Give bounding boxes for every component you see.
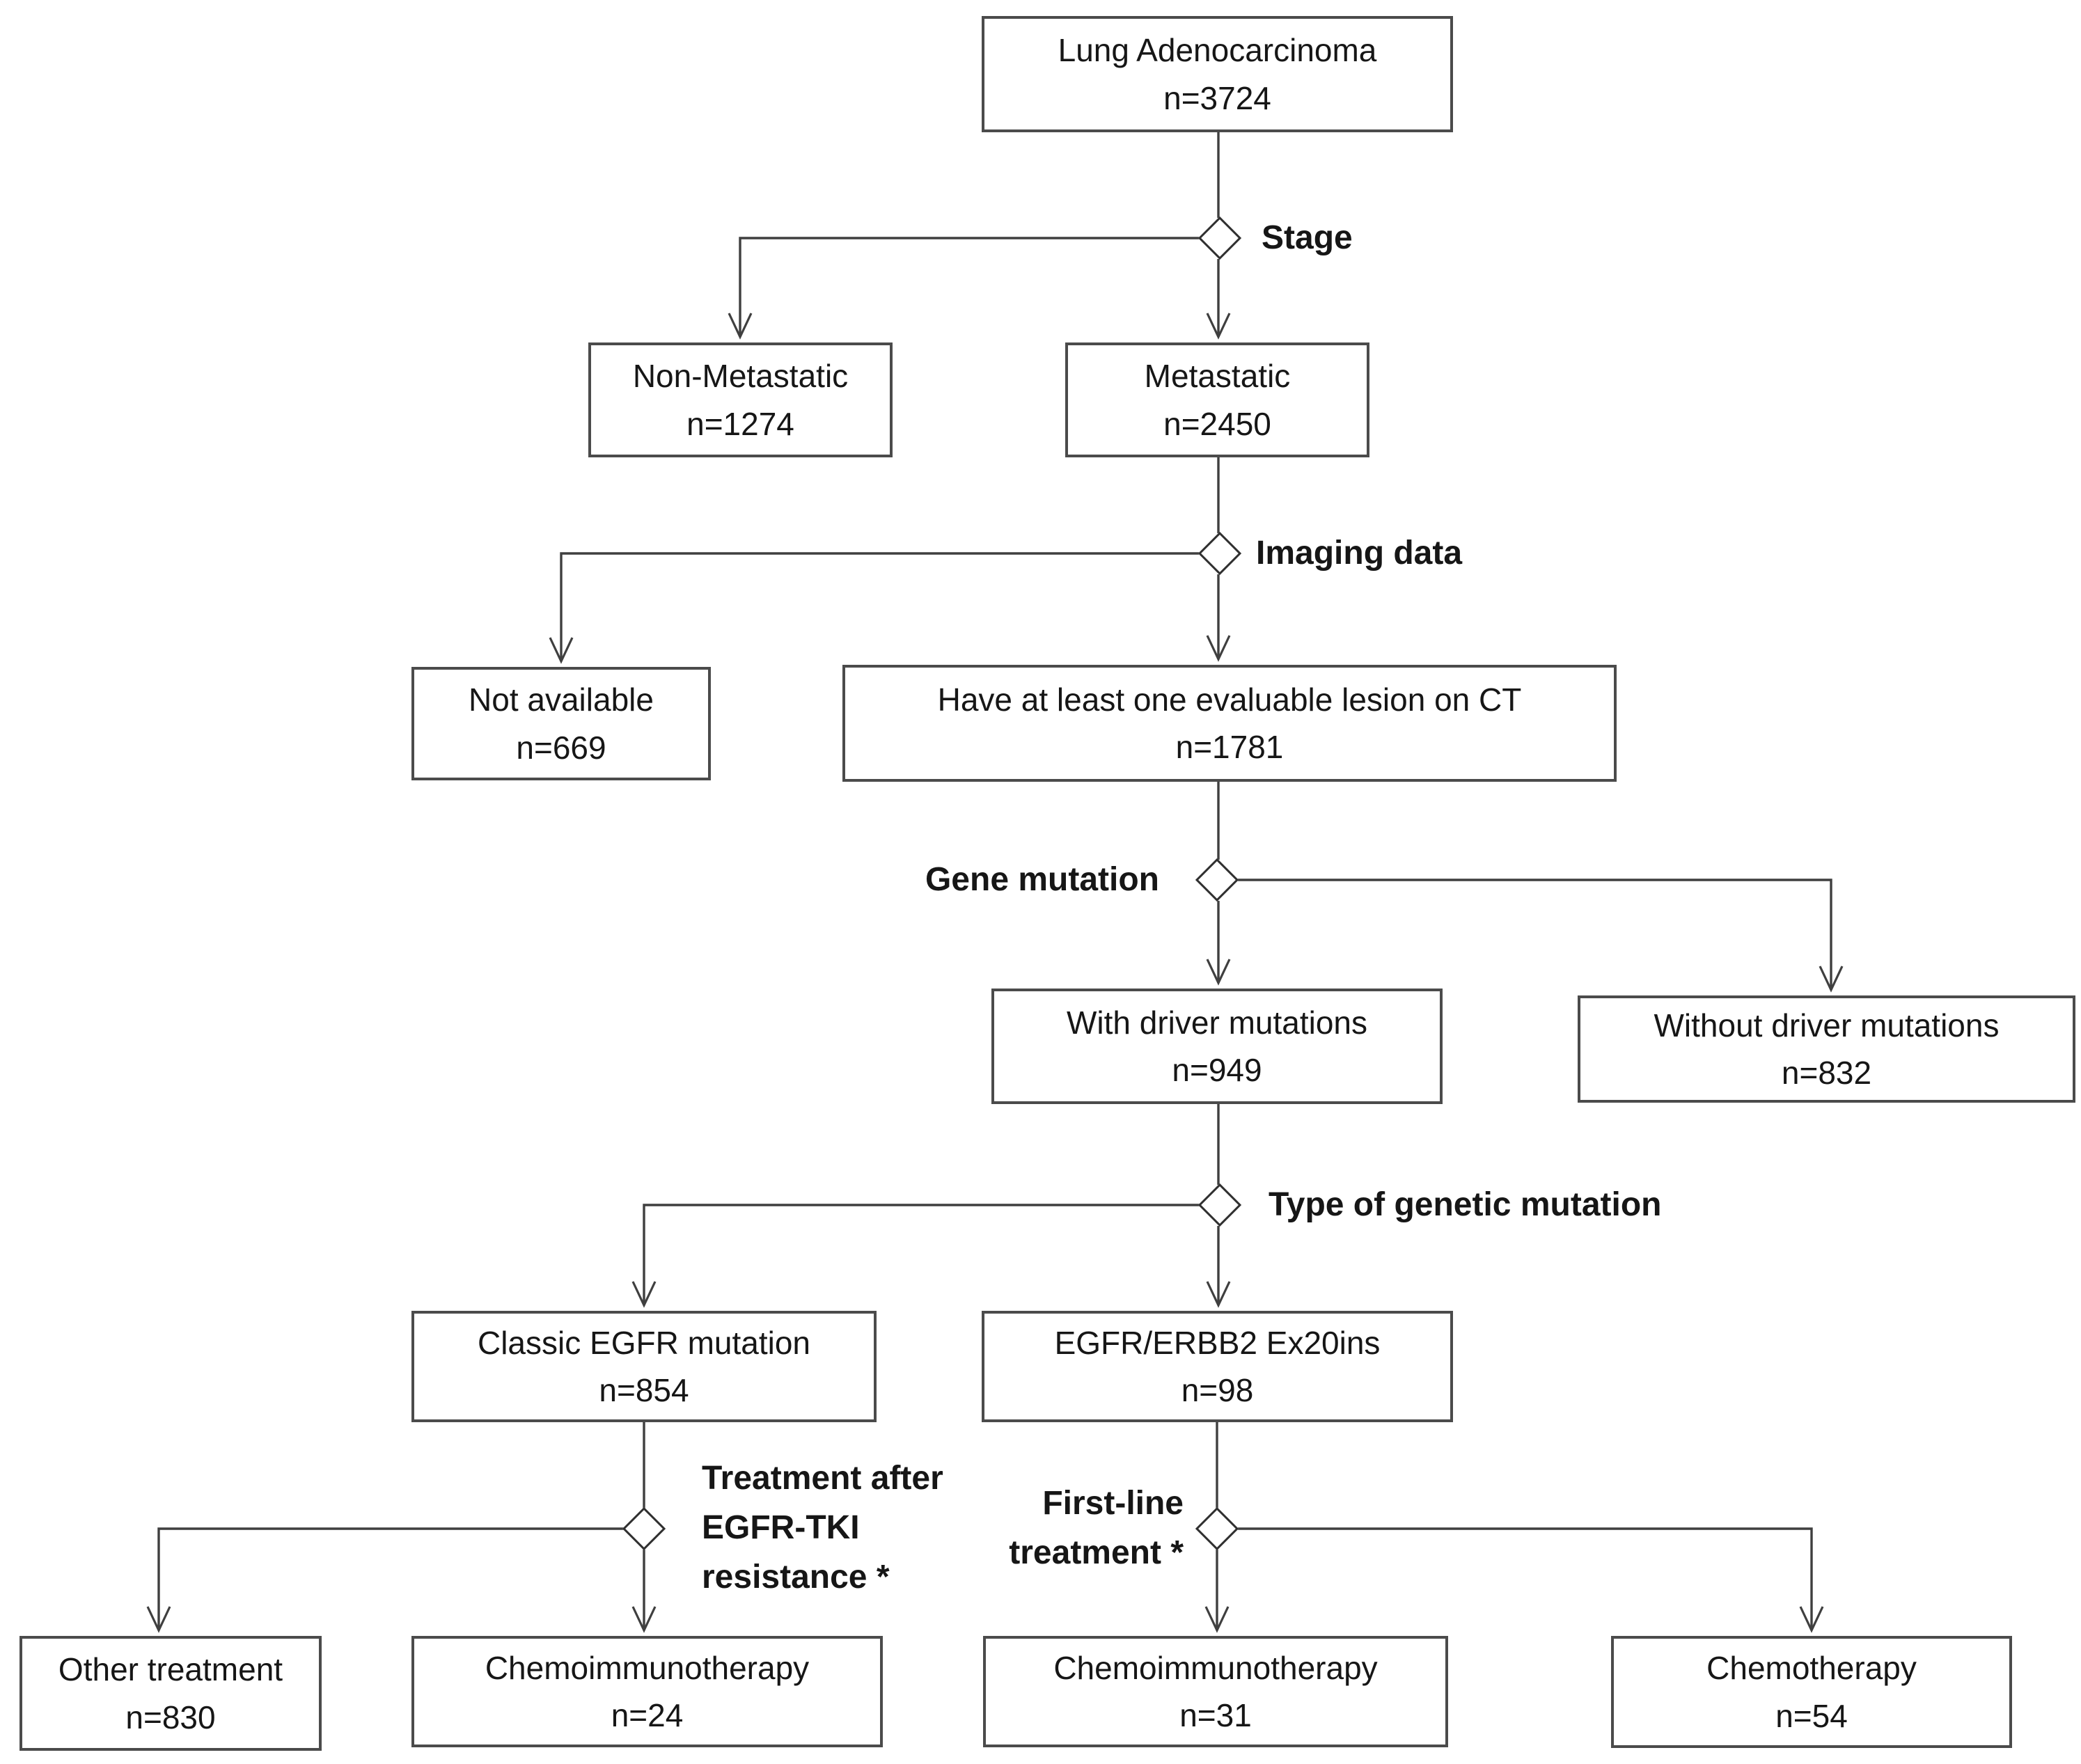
node-label: Chemotherapy bbox=[1706, 1650, 1917, 1687]
node-non-metastatic: Non-Metastatic n=1274 bbox=[588, 342, 893, 457]
edge-stage-to-nonmetastatic bbox=[728, 237, 1199, 340]
decision-label-stage: Stage bbox=[1262, 219, 1353, 256]
edge-type-to-classicegfr bbox=[631, 1204, 1200, 1308]
node-count: n=949 bbox=[1172, 1052, 1262, 1088]
node-label: Non-Metastatic bbox=[632, 358, 849, 395]
node-count: n=3724 bbox=[1163, 79, 1271, 116]
node-chemotherapy-54: Chemotherapy n=54 bbox=[1611, 1636, 2012, 1748]
node-count: n=830 bbox=[125, 1699, 216, 1735]
node-count: n=2450 bbox=[1163, 405, 1271, 442]
node-label: Chemoimmunotherapy bbox=[1053, 1649, 1378, 1686]
node-with-driver-mutations: With driver mutations n=949 bbox=[991, 989, 1443, 1104]
node-metastatic: Metastatic n=2450 bbox=[1065, 342, 1369, 457]
node-chemoimmunotherapy-31: Chemoimmunotherapy n=31 bbox=[983, 1636, 1448, 1747]
edge-imaging-to-notavailable bbox=[549, 552, 1199, 664]
decision-label-first-line: First-line treatment * bbox=[1009, 1485, 1184, 1572]
node-label: Lung Adenocarcinoma bbox=[1058, 32, 1377, 69]
node-label: Without driver mutations bbox=[1654, 1007, 2000, 1044]
edge-firstline-to-chemotherapy bbox=[1238, 1527, 1824, 1633]
node-egfr-erbb2-ex20ins: EGFR/ERBB2 Ex20ins n=98 bbox=[982, 1311, 1453, 1422]
edge-tki-to-othertreatment bbox=[146, 1527, 625, 1633]
node-evaluable-lesion-ct: Have at least one evaluable lesion on CT… bbox=[842, 665, 1617, 782]
decision-label-imaging-data: Imaging data bbox=[1256, 535, 1463, 572]
node-label: Metastatic bbox=[1144, 358, 1291, 395]
node-lung-adenocarcinoma: Lung Adenocarcinoma n=3724 bbox=[982, 16, 1453, 132]
node-label: Other treatment bbox=[58, 1651, 283, 1688]
node-count: n=54 bbox=[1775, 1697, 1848, 1734]
node-count: n=832 bbox=[1781, 1055, 1872, 1091]
node-chemoimmunotherapy-24: Chemoimmunotherapy n=24 bbox=[411, 1636, 883, 1747]
node-not-available: Not available n=669 bbox=[411, 667, 711, 780]
node-count: n=669 bbox=[516, 729, 606, 766]
node-label: Chemoimmunotherapy bbox=[485, 1649, 810, 1686]
decision-label-mutation-type: Type of genetic mutation bbox=[1269, 1186, 1662, 1223]
node-label: Have at least one evaluable lesion on CT bbox=[937, 681, 1522, 718]
node-classic-egfr-mutation: Classic EGFR mutation n=854 bbox=[411, 1311, 877, 1422]
node-count: n=98 bbox=[1181, 1372, 1254, 1408]
edge-gene-to-withoutdriver bbox=[1238, 879, 1844, 993]
node-label: With driver mutations bbox=[1066, 1004, 1367, 1041]
node-count: n=1274 bbox=[686, 405, 794, 442]
node-without-driver-mutations: Without driver mutations n=832 bbox=[1578, 995, 2075, 1103]
node-label: Classic EGFR mutation bbox=[477, 1324, 810, 1361]
decision-label-tki-resistance: Treatment after EGFR-TKI resistance * bbox=[702, 1460, 943, 1596]
node-count: n=854 bbox=[599, 1372, 689, 1408]
node-count: n=1781 bbox=[1175, 729, 1284, 765]
node-label: Not available bbox=[469, 682, 654, 718]
node-other-treatment: Other treatment n=830 bbox=[19, 1636, 322, 1751]
node-count: n=31 bbox=[1179, 1697, 1252, 1733]
node-label: EGFR/ERBB2 Ex20ins bbox=[1054, 1324, 1381, 1361]
decision-label-gene-mutation: Gene mutation bbox=[925, 861, 1159, 898]
node-count: n=24 bbox=[611, 1697, 684, 1733]
